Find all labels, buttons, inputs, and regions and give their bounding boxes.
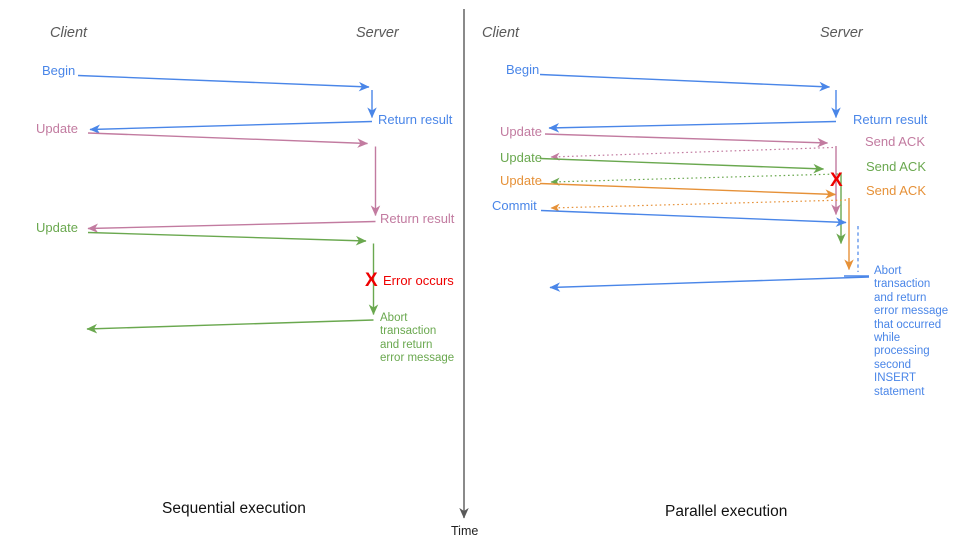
parallel-title: Parallel execution bbox=[665, 503, 788, 520]
seq-return-result-2-line bbox=[87, 220, 376, 234]
par-update1-request-line bbox=[544, 133, 829, 148]
par-abort-message: Abort transaction and return error messa… bbox=[874, 265, 949, 398]
par-commit-label: Commit bbox=[492, 198, 537, 213]
par-update-1-label: Update bbox=[500, 124, 542, 139]
seq-update-2-label: Update bbox=[36, 220, 78, 235]
par-error-x-icon: X bbox=[830, 170, 843, 191]
par-send-ack-3-line bbox=[550, 199, 847, 212]
time-axis-label: Time bbox=[451, 524, 479, 538]
seq-begin-label: Begin bbox=[42, 63, 76, 78]
par-send-ack-2-label: Send ACK bbox=[866, 159, 926, 174]
par-send-ack-1-label: Send ACK bbox=[865, 134, 925, 149]
par-client-header: Client bbox=[482, 25, 520, 41]
seq-update2-request-line bbox=[87, 231, 367, 246]
par-return-result-label: Return result bbox=[853, 112, 928, 127]
par-update3-request-line bbox=[539, 182, 837, 199]
seq-update1-request-line bbox=[87, 132, 369, 148]
sequential-arrows bbox=[77, 74, 381, 334]
par-update2-request-line bbox=[539, 157, 825, 174]
par-update-3-label: Update bbox=[500, 173, 542, 188]
par-begin-request-line bbox=[539, 73, 831, 92]
seq-error-x-icon: X bbox=[365, 270, 378, 291]
par-server-header: Server bbox=[820, 25, 863, 41]
par-update-2-label: Update bbox=[500, 150, 542, 165]
seq-abort-return-line bbox=[86, 319, 374, 334]
seq-error-occurs-label: Error occurs bbox=[383, 273, 454, 288]
par-begin-label: Begin bbox=[506, 62, 540, 77]
seq-return-result-2-label: Return result bbox=[380, 211, 455, 226]
seq-update-1-label: Update bbox=[36, 121, 78, 136]
par-abort-return-line bbox=[549, 276, 870, 292]
par-send-ack-3-label: Send ACK bbox=[866, 183, 926, 198]
par-send-ack-2-line bbox=[550, 173, 839, 186]
par-return-result-line bbox=[548, 120, 837, 133]
seq-begin-request-line bbox=[77, 74, 370, 92]
seq-abort-message: Abort transaction and return error messa… bbox=[380, 312, 455, 365]
par-send-ack-1-line bbox=[550, 146, 834, 161]
seq-server-header: Server bbox=[356, 25, 399, 41]
parallel-arrows bbox=[539, 73, 870, 292]
seq-client-header: Client bbox=[50, 25, 88, 41]
seq-return-result-1-label: Return result bbox=[378, 112, 453, 127]
sequential-title: Sequential execution bbox=[162, 500, 306, 517]
seq-return-result-1-line bbox=[89, 120, 373, 134]
par-commit-request-line bbox=[540, 209, 847, 227]
